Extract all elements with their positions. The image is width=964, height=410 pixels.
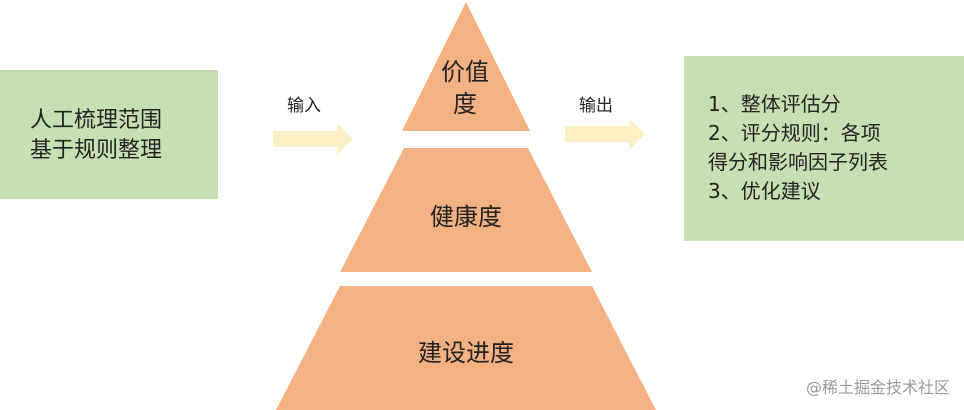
watermark: @稀土掘金技术社区 [805,378,950,397]
pyramid-tier-bottom [276,286,656,410]
pyramid-tier-bottom-label: 建设进度 [418,339,514,367]
input-scope-box: 人工梳理范围 基于规则整理 [0,70,218,199]
pyramid-tier-middle-label: 健康度 [430,203,502,231]
input-scope-line-1: 人工梳理范围 [30,108,163,133]
output-arrow-icon [565,118,645,150]
pyramid-tier-top [402,2,530,131]
output-line-4: 3、优化建议 [708,179,821,203]
input-arrow-label: 输入 [287,96,321,116]
output-results-box: 1、整体评估分 2、评分规则：各项 得分和影响因子列表 3、优化建议 [684,56,964,241]
pyramid-tier-top-label: 价值 度 [400,56,530,120]
value-degree-line-1: 价值 [441,58,489,86]
input-scope-line-2: 基于规则整理 [30,138,163,163]
output-line-3: 得分和影响因子列表 [708,150,888,174]
value-degree-line-2: 度 [453,90,477,118]
output-line-1: 1、整体评估分 [708,92,841,116]
pyramid-tier-middle [340,148,592,272]
output-arrow-label: 输出 [579,96,613,116]
input-arrow-icon [273,123,353,155]
output-line-2: 2、评分规则：各项 [708,121,881,145]
